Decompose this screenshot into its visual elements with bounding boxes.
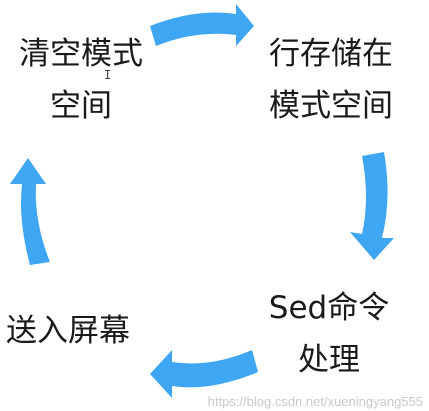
step-3-line-1: Sed命令 [268, 290, 390, 326]
arrow-top [150, 4, 254, 46]
step-sed-command-processing: Sed命令 处理 [262, 282, 396, 386]
step-4-line-1: 送入屏幕 [6, 313, 130, 349]
text-cursor-icon: I [104, 68, 112, 82]
arrow-right [350, 152, 394, 260]
step-3-line-2: 处理 [298, 342, 360, 378]
arrow-left [10, 158, 50, 265]
step-1-line-1: 清空模式 [19, 36, 143, 72]
watermark: https://blog.csdn.net/xueningyang555 [207, 394, 423, 409]
step-2-line-1: 行存储在 [269, 36, 393, 72]
step-1-line-2: 空间 [50, 88, 112, 124]
step-send-to-screen: 送入屏幕 [6, 305, 152, 357]
step-store-line-in-pattern-space: 行存储在 模式空间 [253, 28, 409, 132]
step-2-line-2: 模式空间 [269, 88, 393, 124]
arrow-bottom [150, 350, 258, 398]
step-clear-pattern-space: 清空模式 空间 [6, 28, 156, 132]
